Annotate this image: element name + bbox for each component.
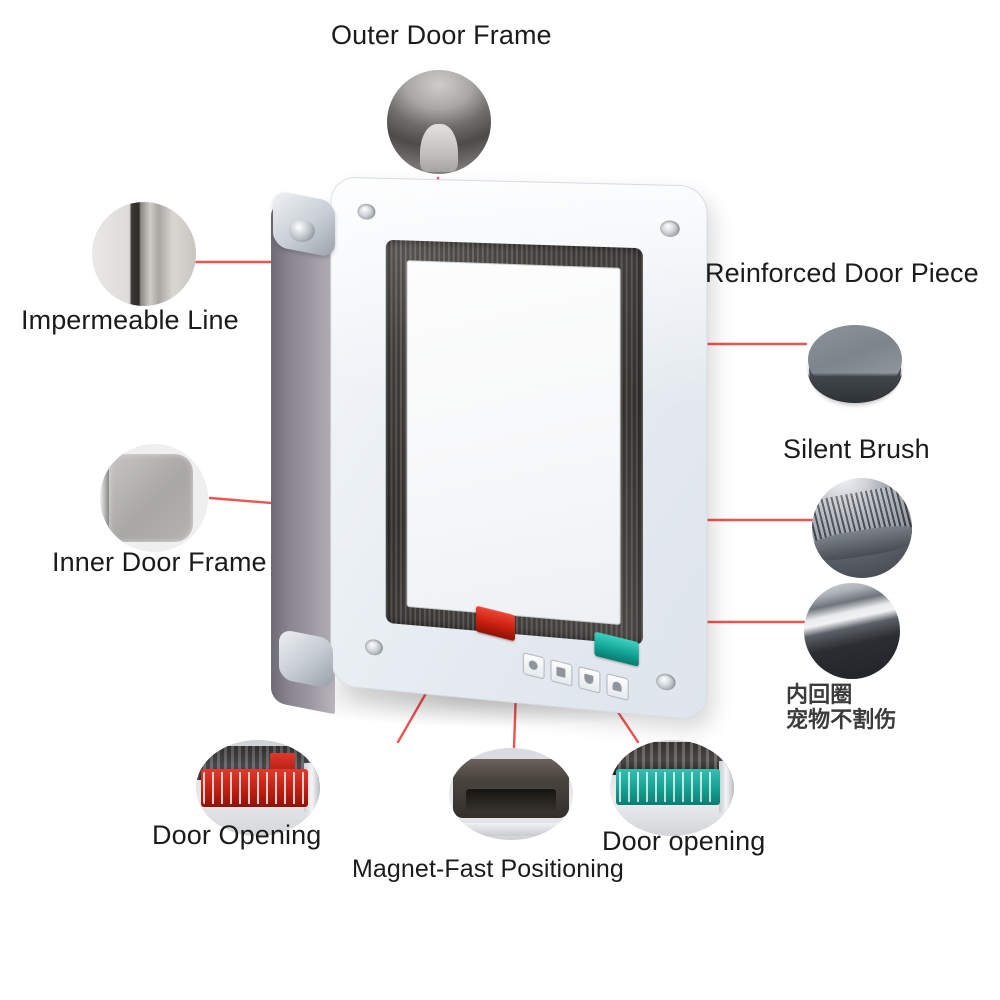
outer-door-frame-thumbnail [387, 70, 491, 174]
product-outer-frame [331, 177, 707, 721]
inner-loop-thumbnail [804, 583, 900, 679]
teal-thumb-brush-teeth [618, 771, 718, 803]
label-magnet-fast-positioning: Magnet-Fast Positioning [352, 855, 624, 883]
product-flap [406, 260, 621, 626]
magnet-base [449, 823, 573, 837]
label-impermeable-line: Impermeable Line [21, 305, 239, 335]
magnet-slot [466, 788, 556, 815]
mode-icon-1 [522, 652, 545, 680]
label-silent-brush: Silent Brush [783, 434, 930, 464]
impermeable-line-thumbnail [92, 202, 196, 306]
product-inner-frame [385, 239, 643, 646]
label-inner-loop-line1: 内回圈 [786, 683, 853, 708]
screw-top-left [357, 203, 376, 220]
label-inner-loop-line2: 宠物不割伤 [786, 708, 897, 733]
magnet-thumbnail [449, 748, 573, 840]
screw-bottom-right [656, 672, 676, 692]
mode-icon-2 [550, 659, 573, 687]
reinforced-door-piece-thumbnail [806, 315, 904, 411]
label-door-opening-red: Door Opening [152, 820, 322, 850]
screw-bottom-left [364, 638, 383, 656]
label-reinforced-door-piece: Reinforced Door Piece [705, 258, 979, 288]
door-piece-rim [807, 339, 903, 404]
silent-brush-thumbnail [812, 478, 912, 578]
red-thumb-latch-teeth [203, 771, 306, 805]
mode-icon-4 [606, 673, 629, 701]
red-thumb-metal-edge [303, 763, 320, 813]
label-door-opening-teal: Door opening [602, 826, 766, 856]
mode-icon-3 [578, 666, 601, 694]
label-outer-door-frame: Outer Door Frame [331, 20, 552, 50]
teal-thumb-metal-edge [719, 761, 734, 813]
label-inner-door-frame: Inner Door Frame [52, 547, 267, 577]
product-hinge-pin [289, 220, 315, 242]
door-opening-red-thumbnail [196, 740, 320, 836]
door-opening-teal-thumbnail [610, 740, 734, 836]
inner-door-frame-thumbnail [100, 444, 208, 552]
frame-edge-detail [100, 454, 111, 542]
hinge-knob-detail [420, 124, 458, 172]
frame-slab-detail [108, 453, 193, 543]
screw-top-right [660, 220, 680, 238]
pet-door-product-image [255, 168, 725, 748]
label-inner-loop: 内回圈 宠物不割伤 [786, 683, 897, 733]
